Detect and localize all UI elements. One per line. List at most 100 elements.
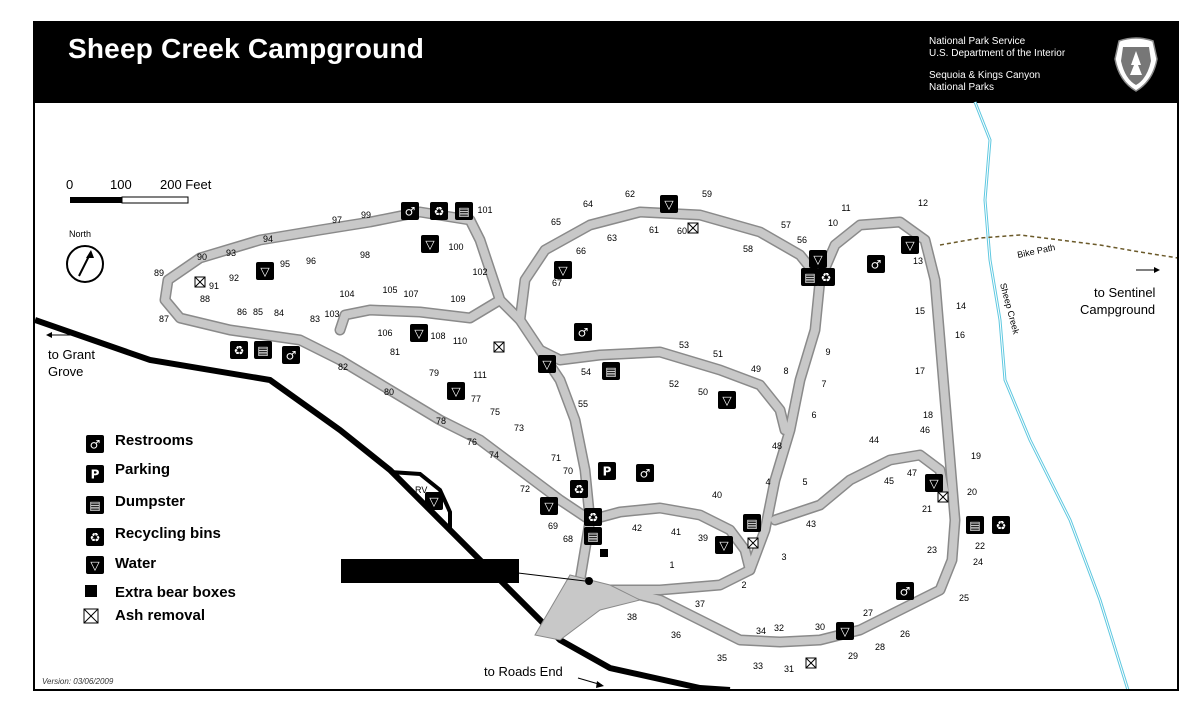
campsite-72: 72 xyxy=(520,484,530,494)
campsite-23: 23 xyxy=(927,545,937,555)
restroom-icon-1-box xyxy=(574,323,592,341)
campsite-96: 96 xyxy=(306,256,316,266)
ash-x2 xyxy=(747,537,759,549)
water-icon-6: ▽ xyxy=(410,324,428,342)
campsite-79: 79 xyxy=(429,368,439,378)
campsite-5: 5 xyxy=(802,477,807,487)
campsite-10: 10 xyxy=(828,218,838,228)
restroom-icon-5: ♂ xyxy=(896,582,914,600)
bike-path-label: Bike Path xyxy=(1016,242,1056,260)
campsite-45: 45 xyxy=(884,476,894,486)
recycling-icon-5: ♻ xyxy=(992,516,1010,534)
water-icon-15-box xyxy=(86,556,104,574)
recycling-icon-0-glyph: ♻ xyxy=(434,205,445,219)
parking-icon-0: P xyxy=(598,462,616,480)
recycling-icon-1-glyph: ♻ xyxy=(234,344,245,358)
campsite-57: 57 xyxy=(781,220,791,230)
water-icon-2-glyph: ▽ xyxy=(664,198,674,212)
campsite-46: 46 xyxy=(920,425,930,435)
recycling-icon-1-box xyxy=(230,341,248,359)
restroom-icon-3: ♂ xyxy=(636,464,654,482)
restroom-icon-5-box xyxy=(896,582,914,600)
campsite-6: 6 xyxy=(811,410,816,420)
ash-x2 xyxy=(493,341,505,353)
campsite-76: 76 xyxy=(467,437,477,447)
bear-box-legend-icon xyxy=(85,585,97,597)
campsite-84: 84 xyxy=(274,308,284,318)
road-6 xyxy=(771,451,949,524)
recycling-icon-3-box xyxy=(584,508,602,526)
restroom-icon-4: ♂ xyxy=(867,255,885,273)
dumpster-icon-6-glyph: ▤ xyxy=(804,271,815,285)
campsite-33: 33 xyxy=(753,661,763,671)
campsite-42: 42 xyxy=(632,523,642,533)
campsite-95: 95 xyxy=(280,259,290,269)
dumpster-icon-7: ▤ xyxy=(86,496,104,514)
dumpster-icon-4-box xyxy=(743,514,761,532)
water-icon-12-glyph: ▽ xyxy=(719,539,729,553)
campsite-13: 13 xyxy=(913,256,923,266)
restroom-icon-4-box xyxy=(867,255,885,273)
campsite-2: 2 xyxy=(741,580,746,590)
campsite-107: 107 xyxy=(403,289,418,299)
campsite-49: 49 xyxy=(751,364,761,374)
water-icon-8-glyph: ▽ xyxy=(451,385,461,399)
dest-roads-end: to Roads End xyxy=(484,664,563,679)
water-icon-2-box xyxy=(660,195,678,213)
water-icon-6-glyph: ▽ xyxy=(414,327,424,341)
sheep-creek xyxy=(973,101,1130,689)
campsite-47: 47 xyxy=(907,468,917,478)
dumpster-icon-7-box xyxy=(86,496,104,514)
road-1 xyxy=(516,208,824,594)
dumpster-icon-3-glyph: ▤ xyxy=(587,530,598,544)
highway-road xyxy=(35,317,731,689)
restroom-icon-1-glyph: ♂ xyxy=(578,326,589,340)
sentinel-arrow-head xyxy=(1154,267,1160,273)
campsite-25: 25 xyxy=(959,593,969,603)
campsite-56: 56 xyxy=(797,235,807,245)
campsite-109: 109 xyxy=(450,294,465,304)
campsite-18: 18 xyxy=(923,410,933,420)
campsite-22: 22 xyxy=(975,541,985,551)
campsite-19: 19 xyxy=(971,451,981,461)
campsite-67: 67 xyxy=(552,278,562,288)
water-icon-13: ▽ xyxy=(425,492,443,510)
dumpster-icon-6-box xyxy=(801,268,819,286)
campsite-94: 94 xyxy=(263,234,273,244)
water-icon-13-box xyxy=(425,492,443,510)
north-label: North xyxy=(69,229,91,239)
water-icon-4-box xyxy=(809,250,827,268)
campsite-81: 81 xyxy=(390,347,400,357)
ash-x2 xyxy=(687,222,699,234)
dumpster-icon-2-glyph: ▤ xyxy=(605,365,616,379)
water-icon-7-box xyxy=(538,355,556,373)
water-icon-11-box xyxy=(540,497,558,515)
legend-water: Water xyxy=(115,555,156,572)
road-5 xyxy=(586,504,754,574)
campsite-26: 26 xyxy=(900,629,910,639)
ash-x2 xyxy=(805,657,817,669)
map-frame: Sheep Creek Campground National Park Ser… xyxy=(33,21,1179,691)
campsite-17: 17 xyxy=(915,366,925,376)
campsite-68: 68 xyxy=(563,534,573,544)
dumpster-icon-6: ▤ xyxy=(801,268,819,286)
dumpster-icon-3: ▤ xyxy=(584,527,602,545)
water-icon-1: ▽ xyxy=(256,262,274,280)
parking-icon-1-box xyxy=(86,465,104,483)
campsite-59: 59 xyxy=(702,189,712,199)
dest-grant-grove-1: to Grant xyxy=(48,347,95,362)
campsite-65: 65 xyxy=(551,217,561,227)
campsite-64: 64 xyxy=(583,199,593,209)
water-icon-12: ▽ xyxy=(715,536,733,554)
water-icon-13-glyph: ▽ xyxy=(429,495,439,509)
campsite-43: 43 xyxy=(806,519,816,529)
campsite-36: 36 xyxy=(671,630,681,640)
campsite-1: 1 xyxy=(669,560,674,570)
rv-label: RV xyxy=(415,485,427,495)
dumpster-icon-3-box xyxy=(584,527,602,545)
campsite-29: 29 xyxy=(848,651,858,661)
campsite-31: 31 xyxy=(784,664,794,674)
water-icon-9: ▽ xyxy=(718,391,736,409)
campsite-38: 38 xyxy=(627,612,637,622)
